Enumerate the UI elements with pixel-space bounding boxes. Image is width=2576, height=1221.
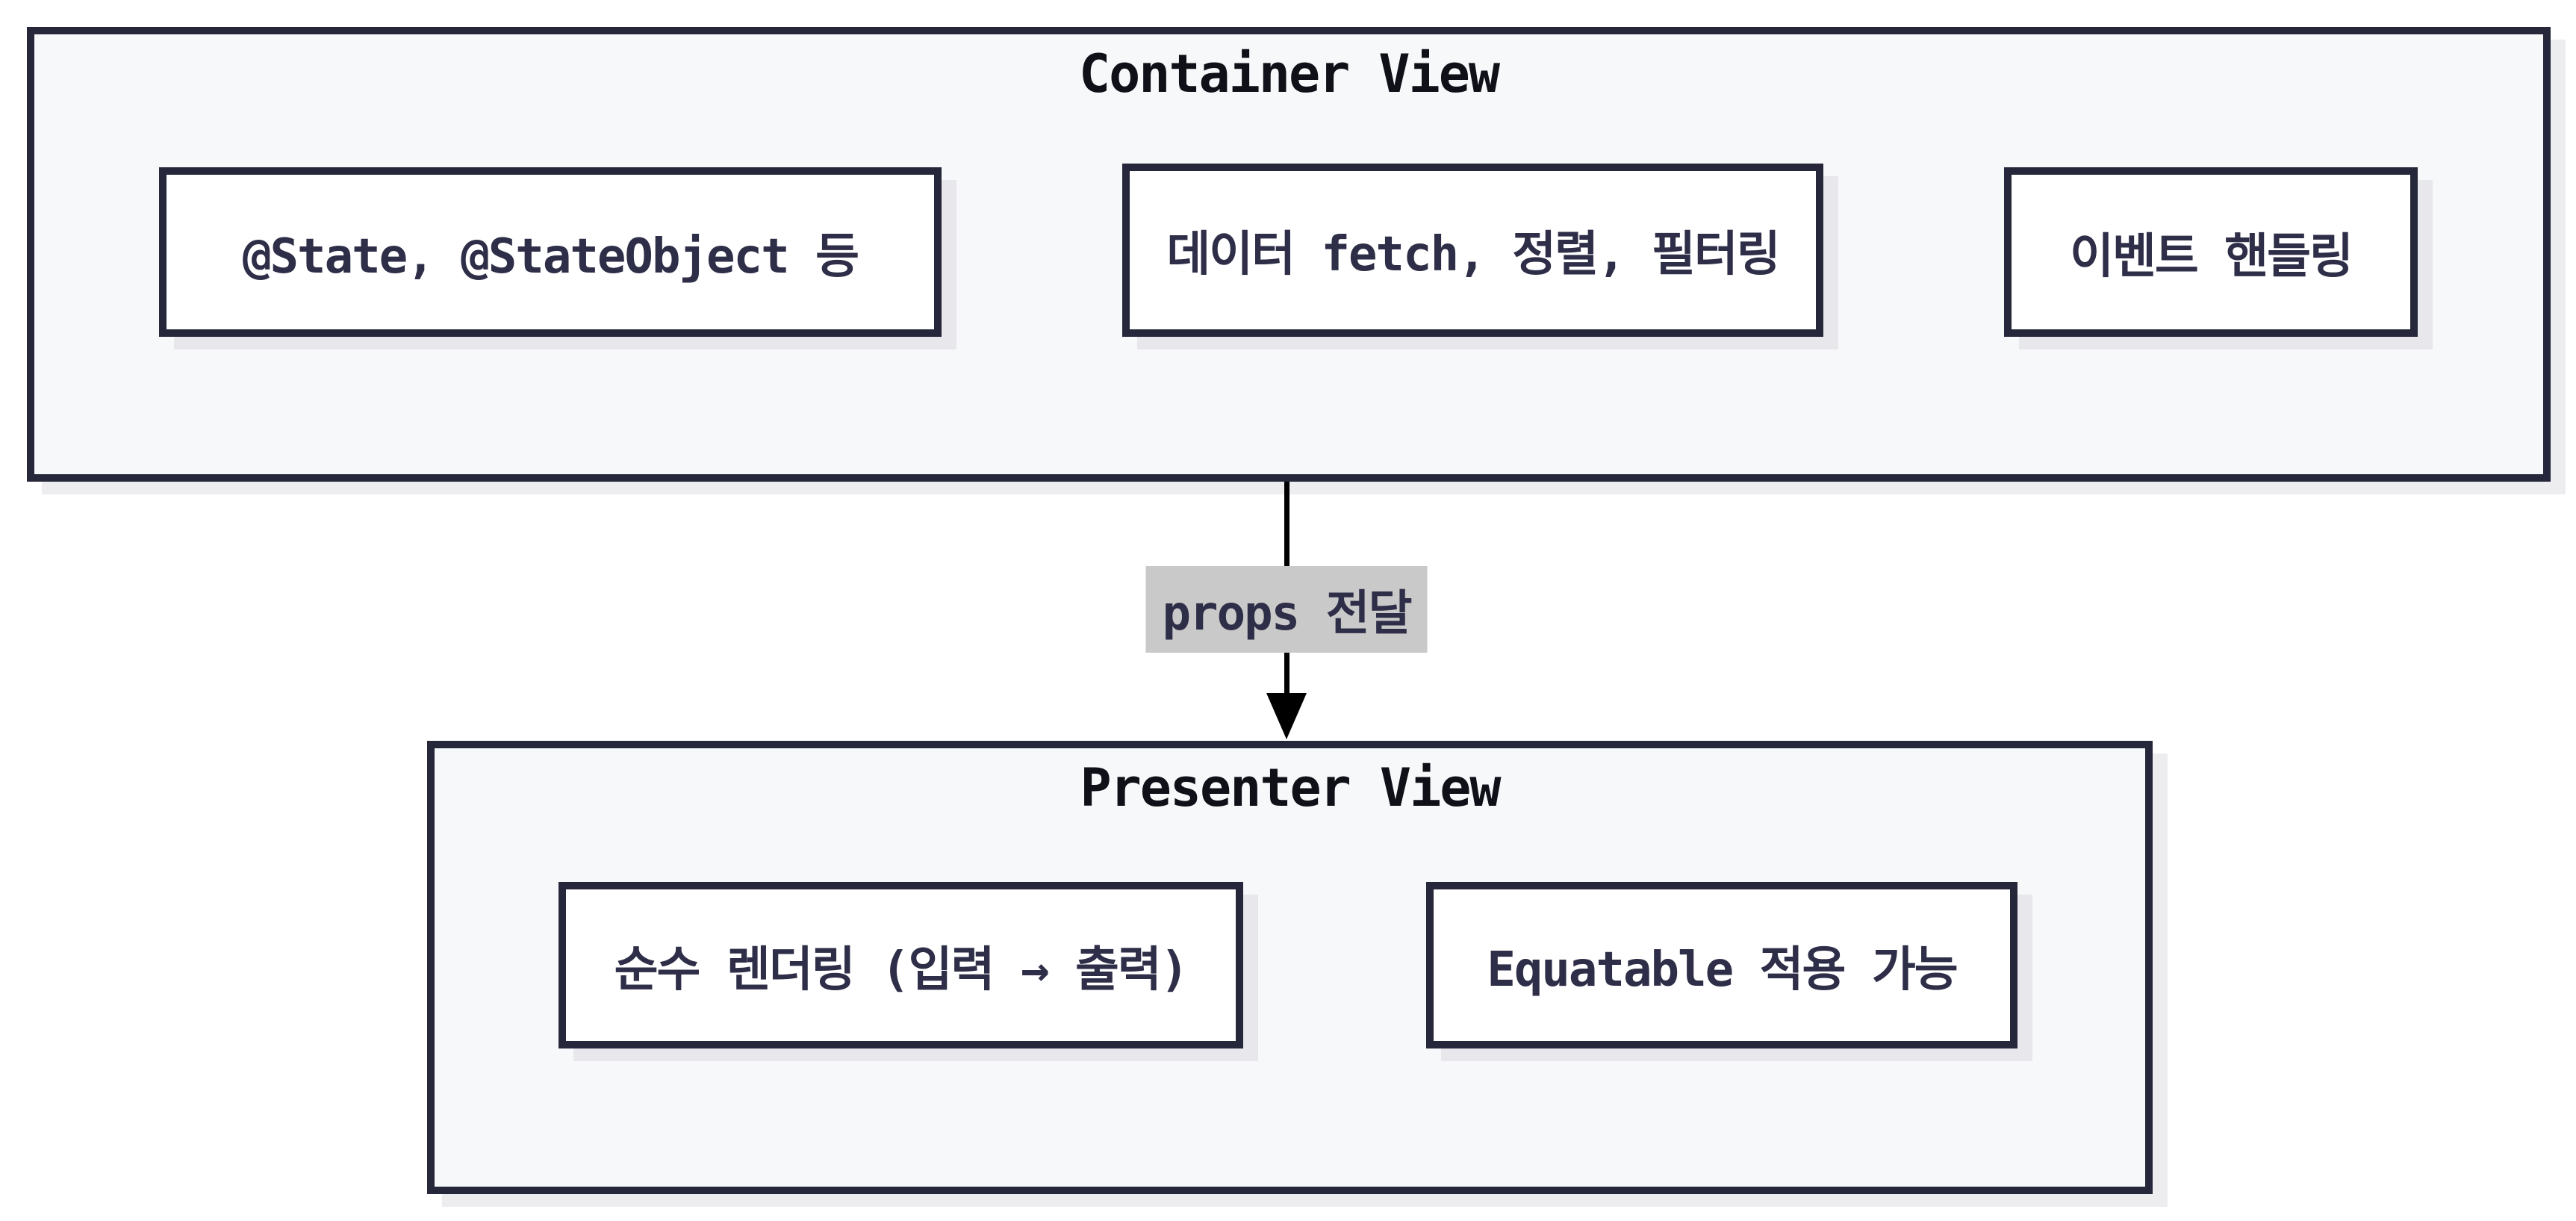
group-title-presenter-view: Presenter View	[1080, 757, 1501, 818]
node-event-handling: 이벤트 핸들링	[2004, 167, 2418, 337]
node-equatable: Equatable 적용 가능	[1426, 882, 2017, 1048]
group-container-view: Container View @State, @StateObject 등 데이…	[27, 27, 2551, 482]
node-state-stateobject: @State, @StateObject 등	[159, 167, 942, 337]
group-title-container-view: Container View	[1078, 43, 1500, 105]
arrow-head-icon	[1266, 693, 1307, 739]
group-presenter-view: Presenter View 순수 렌더링 (입력 → 출력) Equatabl…	[427, 741, 2153, 1194]
node-data-fetch-sort-filter: 데이터 fetch, 정렬, 필터링	[1122, 164, 1823, 337]
node-pure-rendering: 순수 렌더링 (입력 → 출력)	[559, 882, 1243, 1048]
edge-label-props: props 전달	[1145, 566, 1428, 653]
